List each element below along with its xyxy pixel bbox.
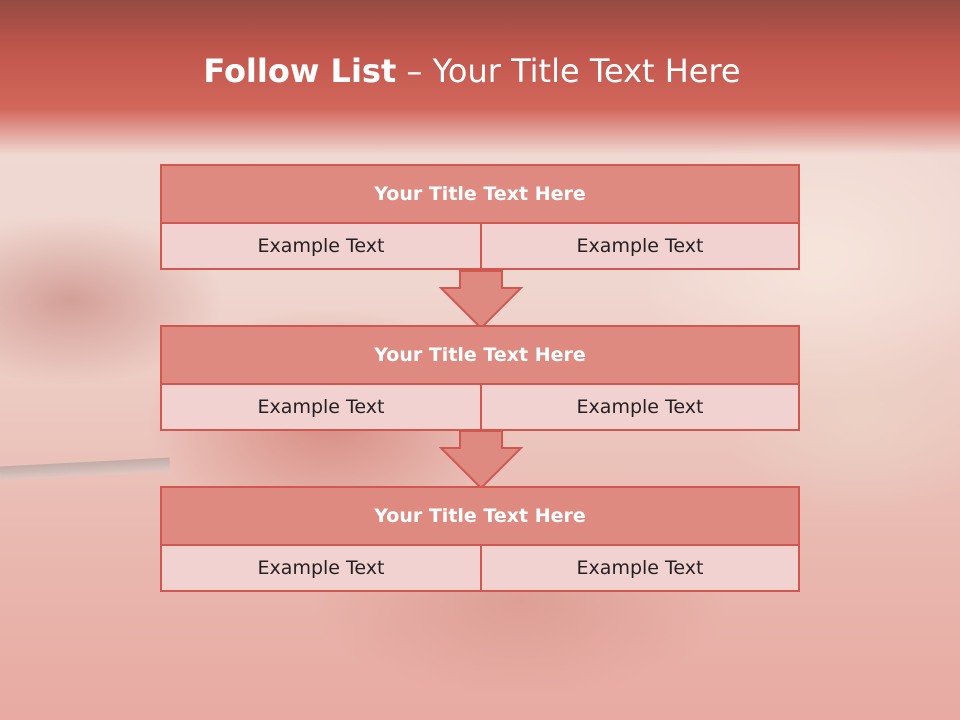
list-block-3: Your Title Text Here Example Text Exampl… bbox=[160, 486, 800, 592]
slide-title: Follow List – Your Title Text Here bbox=[0, 52, 944, 90]
block-cell-left: Example Text bbox=[162, 546, 482, 590]
down-arrow-icon bbox=[438, 430, 524, 490]
block-cell-right: Example Text bbox=[482, 224, 798, 268]
slide-title-bold: Follow List bbox=[203, 52, 397, 90]
header-band bbox=[0, 0, 960, 155]
block-cell-left: Example Text bbox=[162, 224, 482, 268]
block-title: Your Title Text Here bbox=[162, 488, 798, 546]
block-title: Your Title Text Here bbox=[162, 166, 798, 224]
block-cell-right: Example Text bbox=[482, 546, 798, 590]
list-block-1: Your Title Text Here Example Text Exampl… bbox=[160, 164, 800, 270]
block-cell-right: Example Text bbox=[482, 385, 798, 429]
block-cell-left: Example Text bbox=[162, 385, 482, 429]
list-block-2: Your Title Text Here Example Text Exampl… bbox=[160, 325, 800, 431]
block-title: Your Title Text Here bbox=[162, 327, 798, 385]
slide-title-rest: – Your Title Text Here bbox=[396, 52, 741, 90]
down-arrow-icon bbox=[438, 270, 524, 330]
